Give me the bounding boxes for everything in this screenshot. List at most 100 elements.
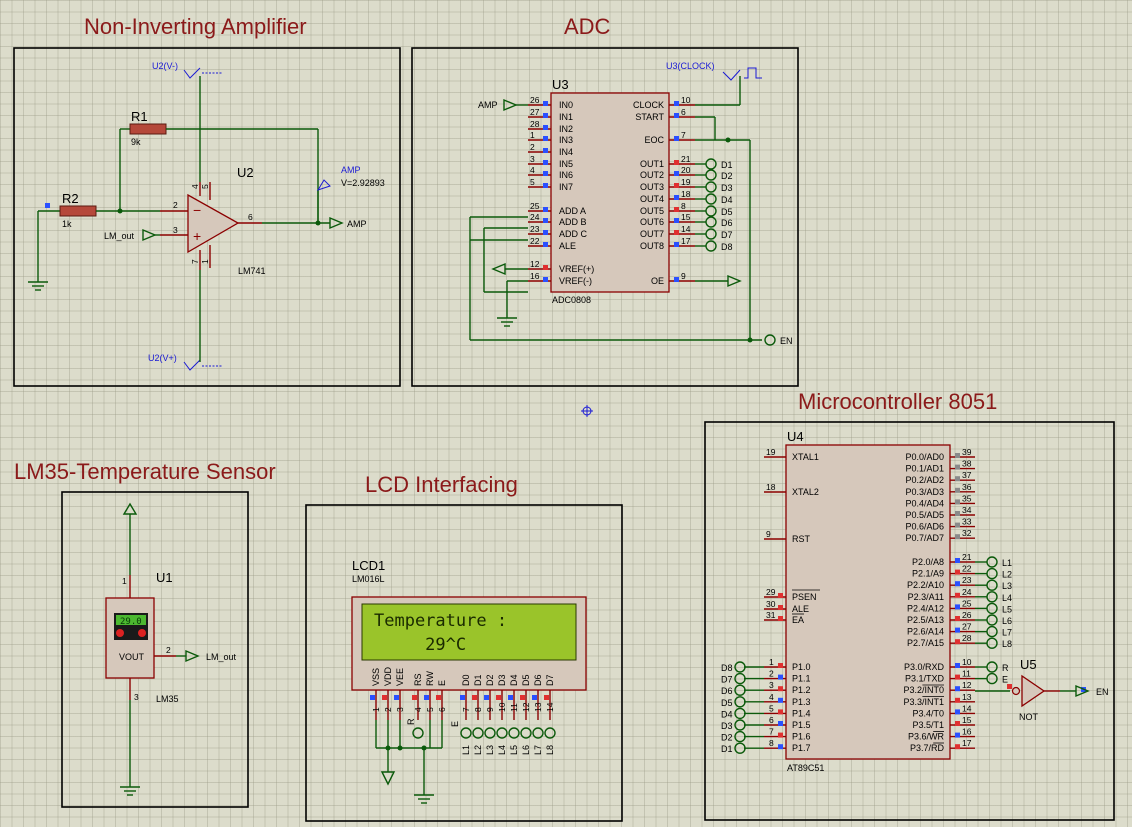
pin-name: IN1 (559, 112, 573, 122)
pin-num: 36 (962, 482, 972, 492)
pin-state (778, 732, 783, 738)
r1-value: 9k (131, 137, 141, 147)
pin-num: 8 (473, 707, 483, 712)
power-terminal-icon (122, 502, 138, 515)
lcd-part: LM016L (352, 574, 385, 584)
net-terminal-icon (460, 727, 472, 739)
pin-num: 5 (769, 703, 774, 713)
pin-name: VREF(-) (559, 276, 592, 286)
net-label: D5 (721, 698, 733, 708)
pin-state (955, 522, 960, 528)
pin-state (674, 136, 679, 141)
pin-name: P0.6/AD6 (905, 522, 944, 532)
pin-num: 3 (530, 154, 535, 164)
pin-name: P0.5/AD5 (905, 510, 944, 520)
net-terminal-icon (986, 614, 998, 626)
title-amp: Non-Inverting Amplifier (84, 14, 307, 39)
power-terminal-icon (491, 262, 506, 276)
pin-name: RS (413, 673, 423, 686)
pin-name: P2.4/A12 (907, 603, 944, 613)
pin-name: D5 (521, 674, 531, 686)
pin-state (955, 453, 960, 458)
pin-state (955, 581, 960, 587)
increment-button[interactable] (138, 629, 146, 637)
pin-num: 3 (134, 692, 139, 702)
pin-num: 2 (166, 645, 171, 655)
pin-state (508, 695, 513, 700)
resistor-r2[interactable] (59, 205, 97, 217)
net-label: D1 (721, 744, 733, 754)
pin-state (955, 487, 960, 493)
net-terminal-icon (705, 158, 717, 170)
pin-num: 5 (425, 707, 435, 712)
net-terminal-icon (705, 181, 717, 193)
pin-state (674, 218, 679, 223)
net-label: D6 (721, 218, 733, 228)
probe-value: V=2.92893 (341, 178, 385, 188)
resistor-r1[interactable] (129, 123, 167, 135)
pin-num: 3 (173, 225, 178, 235)
pin-num: 2 (383, 707, 393, 712)
frame-amp (13, 47, 401, 387)
lm35-circuit: 1 U1 29.0 VOUT 2 LM_out 3 LM35 (105, 502, 237, 796)
pin-state (778, 674, 783, 680)
mcu-chip[interactable] (785, 444, 951, 760)
pin-name: VEE (395, 668, 405, 686)
pin-name: IN7 (559, 182, 573, 192)
adc-chip[interactable] (550, 92, 670, 293)
pin-name: P3.6/WR (908, 732, 945, 742)
net-terminal-icon (508, 727, 520, 739)
pin-state (778, 709, 783, 715)
net-label: L4 (1002, 593, 1012, 603)
pin-num: 1 (769, 657, 774, 667)
pin-name: P0.1/AD1 (905, 464, 944, 474)
frame-lm35 (61, 491, 249, 808)
lm35-out-label: LM_out (206, 652, 237, 662)
pin-name: ALE (792, 604, 809, 614)
pin-name: D6 (533, 674, 543, 686)
pin-name: P0.7/AD7 (905, 533, 944, 543)
pin-num: 2 (173, 200, 178, 210)
pin-num: 28 (962, 633, 972, 643)
net-terminal-icon (484, 727, 496, 739)
pin-state (778, 697, 783, 703)
pin-name: P1.2 (792, 685, 811, 695)
pin-num: 6 (769, 715, 774, 725)
net-terminal-icon (734, 672, 746, 685)
pin-state (778, 616, 783, 621)
opamp-symbol[interactable] (187, 193, 240, 254)
pin-state (543, 171, 548, 176)
pin-state (955, 627, 960, 633)
pin-state (674, 195, 679, 200)
pin-num: 15 (681, 212, 691, 222)
pin-num: 23 (962, 575, 972, 585)
pin-num: 12 (521, 702, 531, 712)
pin-name: START (635, 112, 664, 122)
net-label: L8 (545, 745, 555, 755)
pin-name: OUT5 (640, 206, 664, 216)
pin-state (436, 695, 441, 700)
pin-name: P0.4/AD4 (905, 498, 944, 508)
pin-state (472, 695, 477, 700)
pin-name: ADD A (559, 206, 586, 216)
not-gate-symbol[interactable] (1021, 674, 1046, 708)
pin-name: P3.0/RXD (904, 662, 945, 672)
pin-num: 21 (681, 154, 691, 164)
net-label: L5 (1002, 604, 1012, 614)
voltage-probe-icon[interactable] (316, 179, 331, 191)
vminus-label: U2(V-) (152, 61, 178, 71)
pin-state (778, 721, 783, 726)
net-label: R (406, 718, 416, 725)
pin-state (674, 171, 679, 176)
pin-name: VREF(+) (559, 264, 594, 274)
pin-name: IN3 (559, 135, 573, 145)
pin-state (394, 695, 399, 700)
pin-state (778, 686, 783, 692)
pin-state (955, 604, 960, 610)
pin-state (955, 674, 960, 680)
pin-state (955, 476, 960, 482)
pin-state (955, 744, 960, 750)
decrement-button[interactable] (116, 629, 124, 637)
